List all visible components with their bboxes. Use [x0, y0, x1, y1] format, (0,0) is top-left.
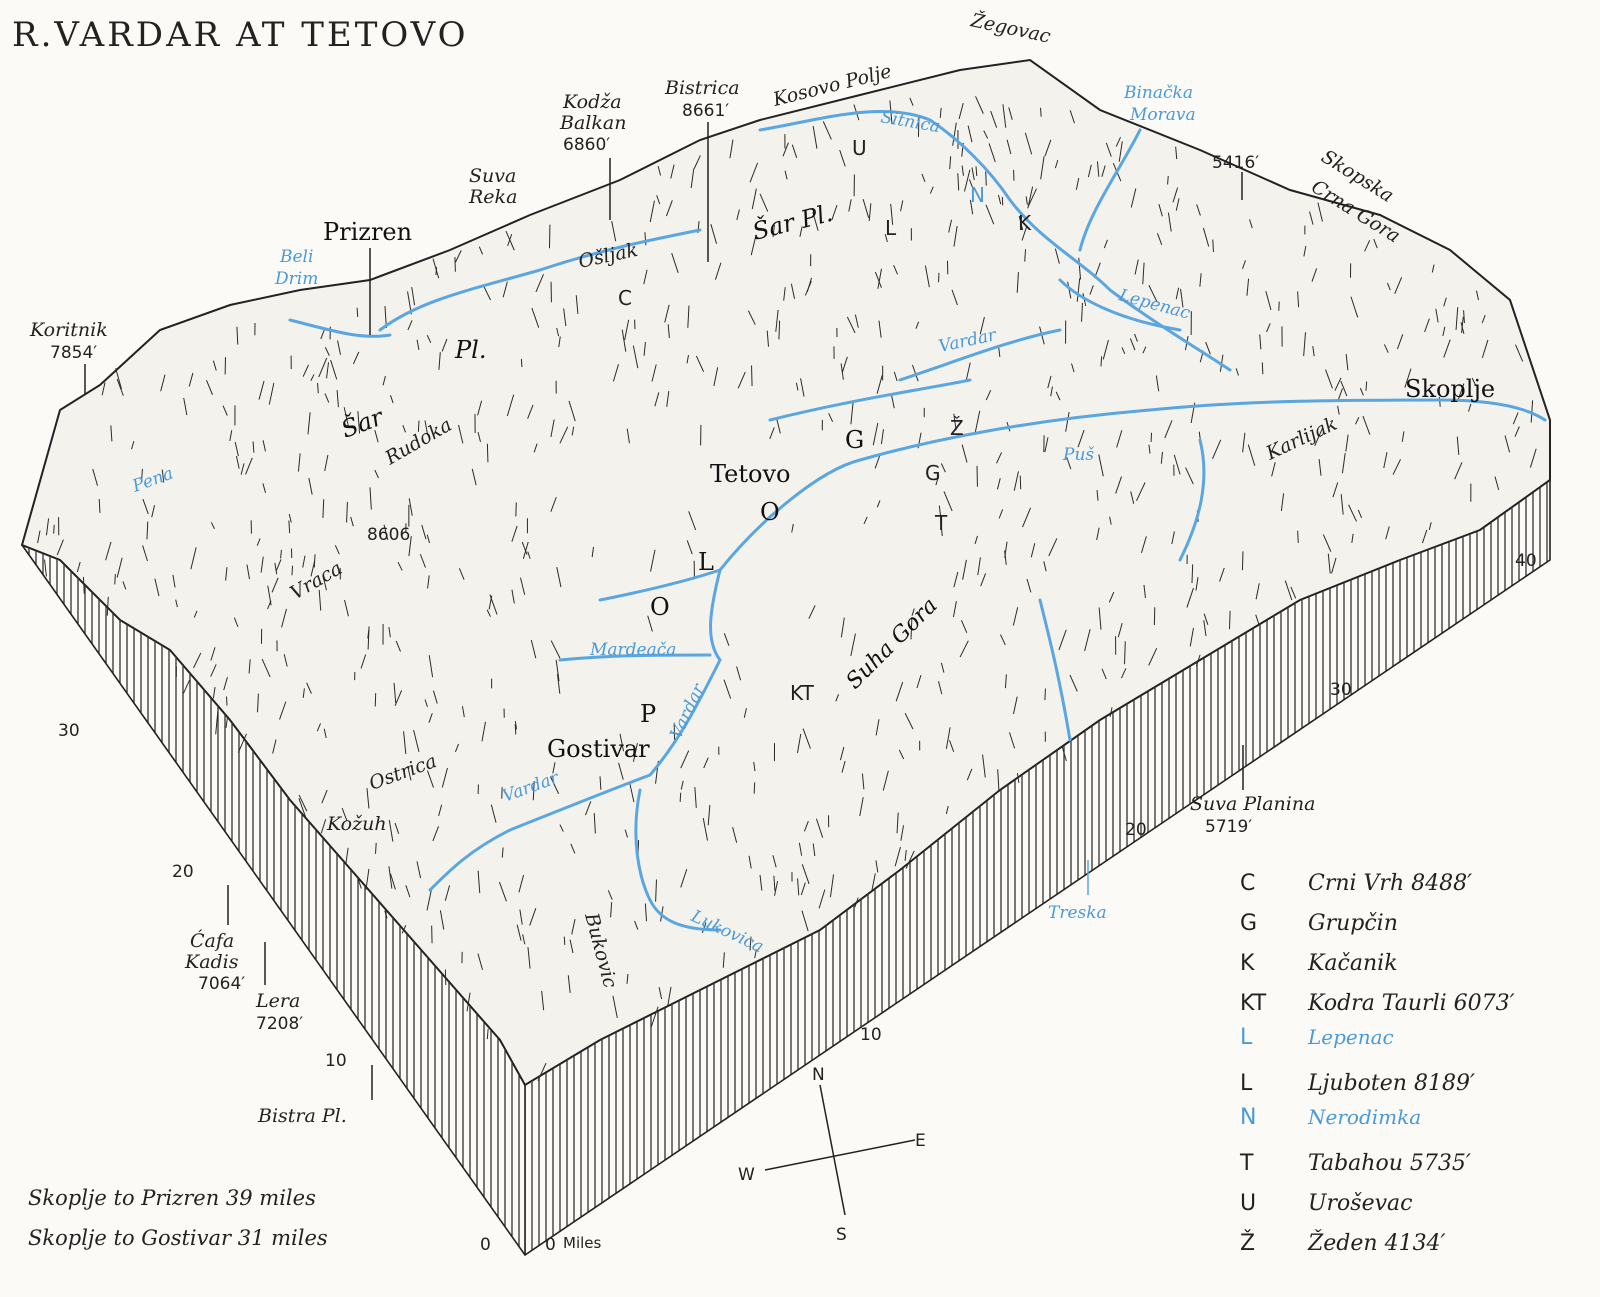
- compass-s: S: [836, 1225, 847, 1245]
- block-edge: [21, 480, 1551, 1257]
- label-kodza-2: Balkan: [559, 112, 626, 134]
- distance-prizren: Skoplje to Prizren 39 miles: [28, 1186, 316, 1210]
- label-gostivar: Gostivar: [547, 735, 650, 763]
- label-koritnik-1: Koritnik: [29, 319, 108, 341]
- legend-item-name: Nerodimka: [1307, 1105, 1421, 1129]
- scale-right-0: 0: [545, 1235, 556, 1255]
- label-tetovo: Tetovo: [710, 460, 790, 488]
- label-prizren: Prizren: [323, 218, 412, 246]
- map-letter-z: Ž: [950, 416, 964, 440]
- label-kozuh: Kožuh: [326, 813, 387, 835]
- legend-item-name: Crni Vrh 8488′: [1308, 871, 1472, 896]
- label-bistra-pl: Bistra Pl.: [257, 1105, 347, 1127]
- scale-right-40: 40: [1515, 551, 1537, 571]
- label-beli-drim-1: Beli: [279, 247, 313, 267]
- label-lera-1: Lera: [255, 990, 300, 1012]
- scale-ticks: 30 20 10 0 40 30 20 10 0 Miles: [58, 551, 1537, 1255]
- legend-item-name: Kačanik: [1307, 951, 1398, 976]
- legend-key: G: [1240, 911, 1257, 936]
- label-suva-planina-2: 5719′: [1205, 817, 1252, 837]
- legend-item-name: Uroševac: [1308, 1191, 1412, 1216]
- label-bistrica-1: Bistrica: [664, 77, 740, 99]
- polog-g: G: [845, 426, 864, 454]
- map-letter-kt: KT: [790, 681, 815, 705]
- map-letter-l: L: [885, 216, 897, 240]
- compass-e: E: [915, 1131, 926, 1151]
- label-pl: Pl.: [454, 336, 486, 364]
- label-zegovac: Žegovac: [968, 8, 1053, 48]
- polog-l: L: [698, 548, 714, 576]
- legend-key: KT: [1240, 991, 1267, 1016]
- label-suva-planina-1: Suva Planina: [1190, 793, 1315, 815]
- label-skoplje: Skoplje: [1405, 375, 1495, 403]
- compass-w: W: [738, 1165, 755, 1185]
- polog-o1: O: [650, 593, 670, 621]
- river-network: [288, 109, 1547, 932]
- legend-key: T: [1239, 1151, 1254, 1176]
- label-mardeaca: Mardeača: [589, 640, 676, 660]
- label-morava: Morava: [1129, 105, 1196, 125]
- label-kodza-1: Kodža: [562, 91, 622, 113]
- map-letter-n: N: [970, 183, 985, 207]
- legend-item-name: Lepenac: [1307, 1025, 1394, 1049]
- legend-key: C: [1240, 871, 1255, 896]
- map-title: R.VARDAR AT TETOVO: [12, 15, 469, 55]
- legend-key: N: [1240, 1105, 1256, 1130]
- legend-item-name: Ljuboten 8189′: [1307, 1071, 1475, 1096]
- legend-item-name: Tabahou 5735′: [1308, 1151, 1471, 1176]
- label-pus: Puš: [1062, 445, 1094, 465]
- label-koritnik-2: 7854′: [50, 343, 97, 363]
- label-beli-drim-2: Drim: [274, 269, 318, 289]
- label-binacka: Binačka: [1123, 83, 1193, 103]
- map-letter-u: U: [852, 136, 867, 160]
- compass-n: N: [812, 1065, 825, 1085]
- legend-key: Ž: [1240, 1230, 1255, 1256]
- label-peak-8606: 8606: [367, 525, 410, 545]
- legend-key: L: [1240, 1071, 1253, 1096]
- legend-item-name: Grupčin: [1308, 911, 1398, 936]
- scale-left-20: 20: [172, 862, 194, 882]
- compass-rose: N E S W: [738, 1065, 926, 1245]
- legend-key: U: [1240, 1191, 1256, 1216]
- mountain-hachures: [37, 96, 1537, 1081]
- scale-right-30: 30: [1330, 680, 1352, 700]
- label-suva-reka-1: Suva: [469, 165, 516, 187]
- polog-o2: O: [760, 498, 780, 526]
- label-cafa-1: Ćafa: [190, 929, 234, 952]
- label-cafa-2: Kadis: [184, 951, 239, 973]
- scale-left-0: 0: [480, 1235, 491, 1255]
- map-letter-c: C: [618, 286, 632, 310]
- map-letter-g: G: [925, 461, 941, 485]
- scale-left-10: 10: [325, 1051, 347, 1071]
- label-bistrica-2: 8661′: [682, 101, 729, 121]
- scale-right-10: 10: [860, 1025, 882, 1045]
- scale-left-30: 30: [58, 721, 80, 741]
- label-kodza-3: 6860′: [563, 135, 610, 155]
- scale-right-20: 20: [1125, 820, 1147, 840]
- distance-gostivar: Skoplje to Gostivar 31 miles: [28, 1226, 328, 1250]
- map-letter-t: T: [934, 511, 948, 535]
- map-letter-k: K: [1018, 211, 1032, 235]
- label-cafa-3: 7064′: [198, 974, 245, 994]
- map-key-letters: U L N K C Ž G T KT P O L O G: [618, 136, 1032, 728]
- label-suva-reka-2: Reka: [468, 186, 517, 208]
- legend-key: K: [1240, 951, 1255, 976]
- scale-unit: Miles: [563, 1234, 602, 1252]
- legend-item-name: Kodra Taurli 6073′: [1307, 991, 1515, 1016]
- legend-key: L: [1240, 1025, 1253, 1050]
- label-peak-5416: 5416′: [1212, 153, 1259, 173]
- label-lera-2: 7208′: [256, 1014, 303, 1034]
- label-treska: Treska: [1048, 903, 1107, 923]
- legend-item-name: Žeden 4134′: [1307, 1229, 1446, 1256]
- polog-p: P: [640, 700, 656, 728]
